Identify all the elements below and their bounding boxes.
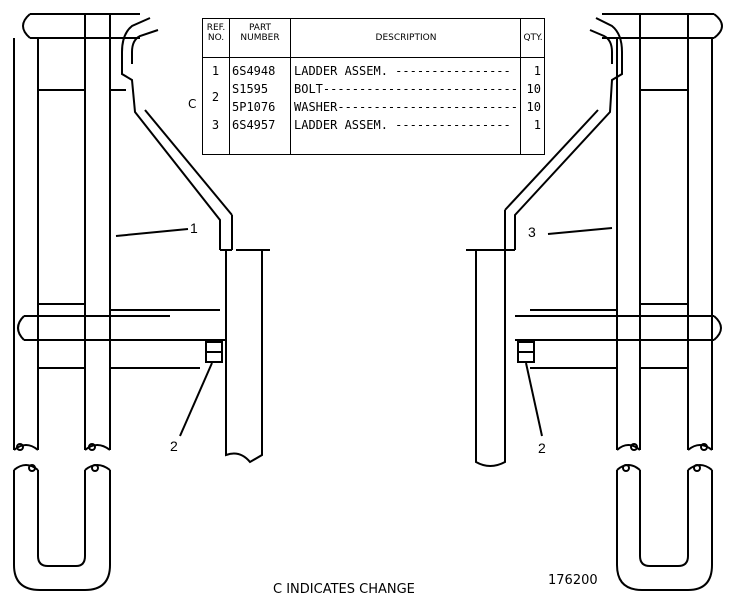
part-number-cell: 5P1076 — [232, 100, 276, 114]
callout-2-right: 2 — [538, 440, 546, 456]
table-divider — [520, 19, 521, 154]
part-number-cell: S1595 — [232, 82, 269, 96]
table-row: 5P1076 WASHER------------------------- 1… — [203, 98, 544, 116]
parts-table: REF. NO. PART NUMBER DESCRIPTION QTY. 1 … — [202, 18, 545, 155]
part-number-cell: 6S4948 — [232, 64, 276, 78]
right-ladder — [466, 13, 723, 591]
drawing-number: 176200 — [548, 573, 598, 588]
ref-cell: 3 — [211, 118, 220, 132]
header-qty: QTY. — [523, 33, 543, 43]
description-cell: BOLT--------------------------- — [294, 82, 518, 96]
change-legend: C INDICATES CHANGE — [273, 582, 415, 597]
description-cell: LADDER ASSEM. ---------------- — [294, 118, 511, 132]
table-header-divider — [203, 57, 544, 58]
left-ladder — [13, 13, 270, 591]
table-row: 1 6S4948 LADDER ASSEM. ---------------- … — [203, 62, 544, 80]
change-marker: C — [188, 97, 197, 111]
qty-cell: 10 — [526, 82, 541, 96]
header-ref: REF. NO. — [206, 23, 226, 43]
description-cell: LADDER ASSEM. ---------------- — [294, 64, 511, 78]
qty-cell: 1 — [533, 118, 541, 132]
leader-line-2-right — [525, 362, 543, 437]
callout-2-left: 2 — [170, 438, 178, 454]
table-row: 2 S1595 BOLT--------------------------- … — [203, 80, 544, 104]
header-part-number: PART NUMBER — [240, 23, 280, 43]
description-cell: WASHER------------------------- — [294, 100, 518, 114]
table-row: 3 6S4957 LADDER ASSEM. ---------------- … — [203, 116, 544, 134]
part-number-cell: 6S4957 — [232, 118, 276, 132]
qty-cell: 1 — [533, 64, 541, 78]
ref-cell: 1 — [211, 64, 220, 78]
callout-1: 1 — [190, 220, 198, 236]
table-divider — [290, 19, 291, 154]
header-description: DESCRIPTION — [375, 33, 437, 43]
qty-cell: 10 — [526, 100, 541, 114]
leader-line-1 — [115, 228, 189, 237]
table-divider — [229, 19, 230, 154]
ref-cell: 2 — [211, 90, 220, 104]
callout-3: 3 — [528, 224, 536, 240]
leader-line-3 — [547, 227, 613, 235]
leader-line-2-left — [179, 362, 213, 437]
